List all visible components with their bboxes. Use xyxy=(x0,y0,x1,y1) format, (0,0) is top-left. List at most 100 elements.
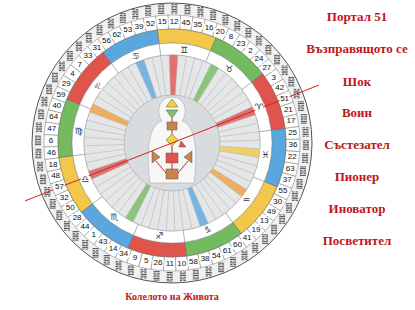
portal-keyword: Посветител xyxy=(323,234,392,247)
hexagram-symbol xyxy=(180,272,186,281)
spoke-line xyxy=(183,190,192,229)
gate-number: 58 xyxy=(188,258,199,266)
hexagram-symbol xyxy=(210,11,216,20)
hexagram-symbol xyxy=(302,154,308,163)
spoke-line xyxy=(85,129,124,136)
spoke-line xyxy=(87,120,126,130)
zodiac-sign: ♊ xyxy=(180,45,188,54)
gate-cell xyxy=(285,126,300,139)
hexagram-symbol xyxy=(282,66,288,75)
hexagram-symbol xyxy=(193,270,199,279)
hexagram-symbol xyxy=(108,19,114,28)
spoke-line xyxy=(200,182,223,215)
spoke-line xyxy=(86,154,125,163)
gate-number: 59 xyxy=(56,91,67,99)
gate-number: 23 xyxy=(236,40,247,48)
hexagram-symbol xyxy=(286,204,292,213)
hexagram-symbol xyxy=(298,102,304,111)
gate-number: 41 xyxy=(242,234,253,242)
spoke-line xyxy=(219,151,258,158)
spoke-line xyxy=(158,190,165,229)
spoke-line xyxy=(84,137,124,140)
spoke-line xyxy=(189,61,203,98)
gate-number: 9 xyxy=(132,254,138,262)
portal-line xyxy=(25,85,319,201)
gate-number: 27 xyxy=(261,64,272,72)
gate-number: 2 xyxy=(247,47,253,55)
hexagram-symbol xyxy=(197,8,203,17)
gate-number: 17 xyxy=(286,117,297,125)
gate-number: 3 xyxy=(271,74,277,82)
gate-wedge xyxy=(136,60,157,100)
gate-number: 54 xyxy=(211,252,222,260)
hexagram-symbol xyxy=(128,266,134,275)
spoke-line xyxy=(217,160,254,174)
hexagram-symbol xyxy=(120,14,126,23)
hexagram-symbol xyxy=(171,5,177,14)
hexagram-symbol xyxy=(132,10,138,19)
hexagram-symbol xyxy=(241,251,247,260)
portal-keyword: Воин xyxy=(342,106,372,119)
gate-number: 48 xyxy=(50,172,61,180)
spoke-line xyxy=(133,186,151,222)
hexagram-symbol xyxy=(206,267,212,276)
spoke-line xyxy=(175,55,178,95)
spoke-line xyxy=(210,172,242,196)
gate-number: 12 xyxy=(169,18,180,26)
hexagram-symbol xyxy=(279,215,285,224)
hexagram-symbol xyxy=(50,200,56,209)
spoke-line xyxy=(208,85,238,111)
gate-number: 13 xyxy=(259,217,270,225)
spoke-line xyxy=(152,57,161,96)
hexagram-symbol xyxy=(36,123,42,132)
hexagram-symbol xyxy=(288,77,294,86)
gate-cell xyxy=(44,147,59,160)
gate-number: 20 xyxy=(215,28,226,36)
gate-cell xyxy=(282,162,298,177)
zodiac-sign: ♉ xyxy=(225,64,233,73)
hexagram-symbol xyxy=(40,175,46,184)
spoke-line xyxy=(141,188,155,225)
gate-number: 53 xyxy=(122,26,133,34)
gate-number: 39 xyxy=(133,23,144,31)
spoke-line xyxy=(180,56,187,95)
diagram-caption: Колелото на Живота xyxy=(125,292,219,302)
gate-number: 4 xyxy=(69,70,75,78)
gate-number: 36 xyxy=(288,141,299,149)
hexagram-symbol xyxy=(59,62,65,71)
gate-number: 33 xyxy=(82,52,93,60)
zodiac-sign: ♒ xyxy=(242,196,250,205)
hexagram-symbol xyxy=(37,162,43,171)
gate-wedge xyxy=(216,107,256,128)
zodiac-sign: ♓ xyxy=(261,151,269,160)
gate-number: 64 xyxy=(48,113,59,121)
hexagram-symbol xyxy=(218,263,224,272)
hexagram-symbol xyxy=(271,225,277,234)
portal-keyword: Пионер xyxy=(335,170,380,183)
gate-number: 34 xyxy=(118,250,129,258)
gate-number: 47 xyxy=(46,125,57,133)
hexagram-symbol xyxy=(116,261,122,270)
zodiac-sign: ♍ xyxy=(75,126,83,135)
spoke-line xyxy=(121,71,144,104)
gate-number: 50 xyxy=(65,204,76,212)
gate-number: 57 xyxy=(54,183,65,191)
hexagram-symbol xyxy=(154,272,160,281)
diagram-title: Портал 51 xyxy=(327,10,387,23)
gate-number: 44 xyxy=(80,223,91,231)
gate-number: 31 xyxy=(91,44,102,52)
gate-number: 21 xyxy=(283,106,294,114)
gate-cell xyxy=(44,134,58,147)
zodiac-sign: ♌ xyxy=(93,81,101,90)
spoke-line xyxy=(106,175,136,201)
gate-number: 61 xyxy=(222,247,233,255)
gate-cell xyxy=(180,15,193,30)
spoke-line xyxy=(149,189,159,228)
spoke-line xyxy=(144,60,157,98)
spoke-line xyxy=(84,145,124,146)
hexagram-symbol xyxy=(274,55,280,64)
hexagram-symbol xyxy=(38,110,44,119)
spoke-line xyxy=(219,123,258,132)
gate-wedge xyxy=(89,158,129,179)
